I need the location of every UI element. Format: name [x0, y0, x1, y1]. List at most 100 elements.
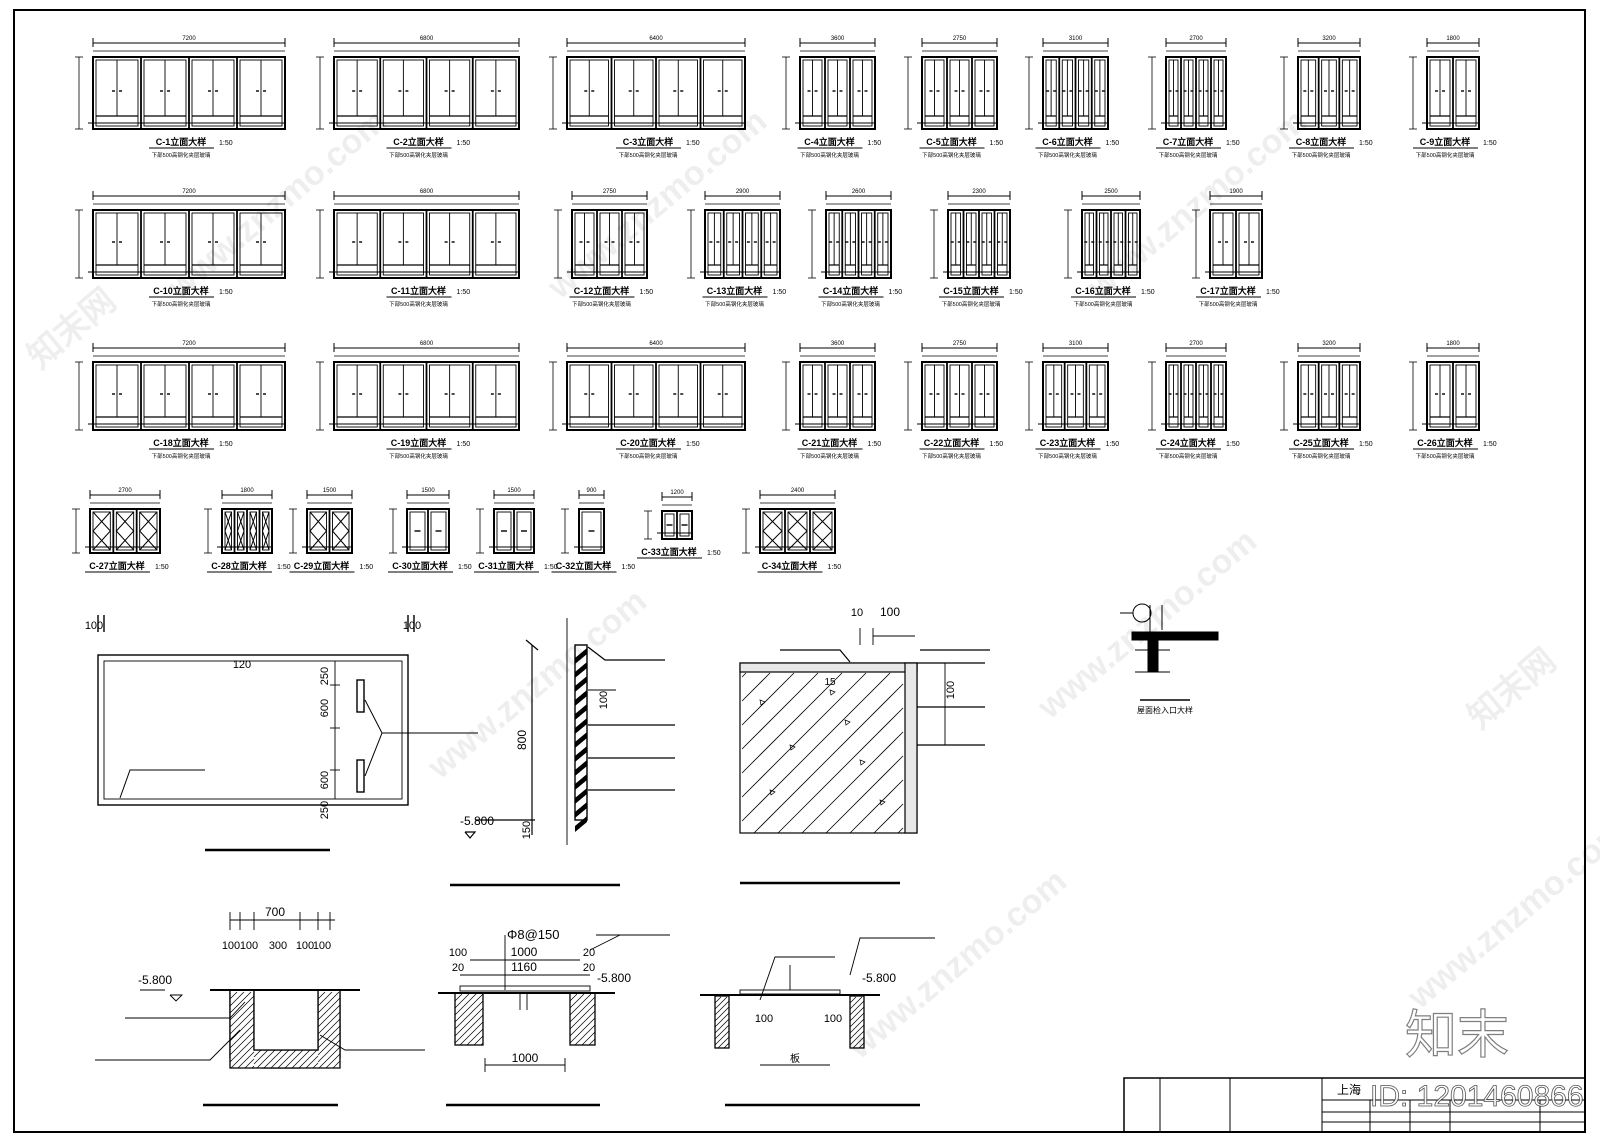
hatch-line	[454, 1000, 484, 1030]
hatch-line	[298, 1049, 318, 1069]
hatch-line	[849, 996, 863, 1010]
plan-dim-250a: 250	[319, 667, 331, 685]
window-label: C-8立面大样	[1296, 136, 1347, 147]
trench1-level: -5.800	[138, 973, 172, 987]
window-width-label: 3600	[831, 36, 845, 42]
window-label: C-25立面大样	[1293, 437, 1349, 448]
window-label: C-5立面大样	[926, 136, 977, 147]
watermark-layer: www.znzmo.com www.znzmo.com www.znzmo.co…	[21, 102, 1600, 1067]
window-note: 下部500高钢化夹层玻璃	[1292, 452, 1351, 460]
hatch-line	[849, 1006, 865, 1022]
trench2-dim-1160: 1160	[511, 960, 537, 974]
trench2-dim-20b: 20	[583, 947, 595, 959]
pane	[332, 511, 350, 551]
pane	[664, 513, 675, 537]
window-note: 下部500高钢化夹层玻璃	[1416, 452, 1475, 460]
watermark-6: www.znzmo.com	[840, 862, 1074, 1067]
casement-swing	[249, 511, 258, 551]
window-label: C-23立面大样	[1040, 437, 1096, 448]
hatch-line	[284, 1049, 304, 1069]
window-scale: 1:50	[1483, 140, 1497, 147]
casement-swing	[115, 511, 135, 551]
hatch-line	[317, 1018, 341, 1042]
hatch-line	[849, 1000, 865, 1016]
hatch-stripe	[575, 690, 587, 706]
hatch-line	[317, 1039, 341, 1063]
casement-swing	[812, 511, 833, 551]
window-label: C-22立面大样	[924, 437, 980, 448]
hatch-line	[229, 1002, 255, 1028]
hatch-line	[256, 1049, 276, 1069]
window-scale: 1:50	[1226, 140, 1240, 147]
hatch-line	[714, 1006, 730, 1022]
window-width-label: 1500	[421, 488, 435, 494]
window-scale: 1:50	[457, 441, 471, 448]
hatch-line	[237, 1051, 255, 1069]
hatch-line	[741, 672, 843, 774]
window-scale: 1:50	[219, 289, 233, 296]
window-scale: 1:50	[1009, 289, 1023, 296]
window-width-label: 2300	[972, 189, 986, 195]
window-label: C-30立面大样	[392, 560, 448, 571]
hatch-line	[263, 1049, 283, 1069]
window-width-label: 3100	[1069, 36, 1083, 42]
hatch-line	[459, 1021, 484, 1046]
window-label: C-29立面大样	[294, 560, 350, 571]
hatch-line	[717, 1036, 730, 1049]
window-width-label: 2900	[736, 189, 750, 195]
hatch-line	[723, 1042, 730, 1049]
hatch-line	[825, 755, 904, 834]
window-scale: 1:50	[277, 564, 291, 571]
window-frame	[799, 361, 876, 431]
window-scale: 1:50	[1106, 441, 1120, 448]
hatch-line	[454, 993, 484, 1023]
pane	[224, 511, 232, 551]
window-frame	[571, 209, 648, 279]
hatch-line	[229, 1009, 255, 1035]
hatch-line	[473, 1035, 484, 1046]
hatch-line	[714, 996, 722, 1004]
plan-dim-600a: 600	[319, 699, 331, 717]
hatch-stripe	[575, 816, 587, 832]
window-label: C-6立面大样	[1042, 136, 1093, 147]
window-note: 下部500高钢化夹层玻璃	[1159, 151, 1218, 159]
trench3-dim-100a: 100	[755, 1013, 773, 1025]
window-width-label: 1500	[323, 488, 337, 494]
window-width-label: 1800	[240, 488, 254, 494]
window-note: 下部500高钢化夹层玻璃	[152, 151, 211, 159]
plan-dim-250b: 250	[319, 801, 331, 819]
window-scale: 1:50	[622, 564, 636, 571]
hatch-stripe	[575, 802, 587, 818]
hatch-line	[318, 1046, 341, 1069]
wall-dim-height: 800	[515, 730, 529, 750]
hatch-stripe	[575, 718, 587, 734]
casement-swing	[262, 511, 270, 551]
window-label: C-12立面大样	[574, 285, 630, 296]
hatch-stripe	[575, 662, 587, 678]
hatch-stripe	[575, 732, 587, 748]
casement-swing	[224, 511, 233, 551]
casement-swing	[115, 511, 135, 551]
wall-hatch	[575, 648, 587, 832]
casement-swing	[762, 511, 783, 551]
window-label: C-27立面大样	[89, 560, 145, 571]
detail-wall-section	[450, 618, 675, 887]
hatch-line	[741, 672, 747, 678]
window-scale: 1:50	[828, 564, 842, 571]
hatch-line	[312, 1062, 319, 1069]
plan-dim-left: 100	[85, 620, 103, 632]
window-note: 下部500高钢化夹层玻璃	[1074, 300, 1133, 308]
trench2-dim-100: 100	[449, 947, 467, 959]
hatch-line	[253, 1049, 269, 1065]
trench1-dim-100d: 100	[313, 940, 331, 952]
window-scale: 1:50	[773, 289, 787, 296]
hatch-line	[454, 993, 463, 1002]
hatch-line	[229, 991, 245, 1007]
aggregate-mark	[844, 719, 851, 726]
